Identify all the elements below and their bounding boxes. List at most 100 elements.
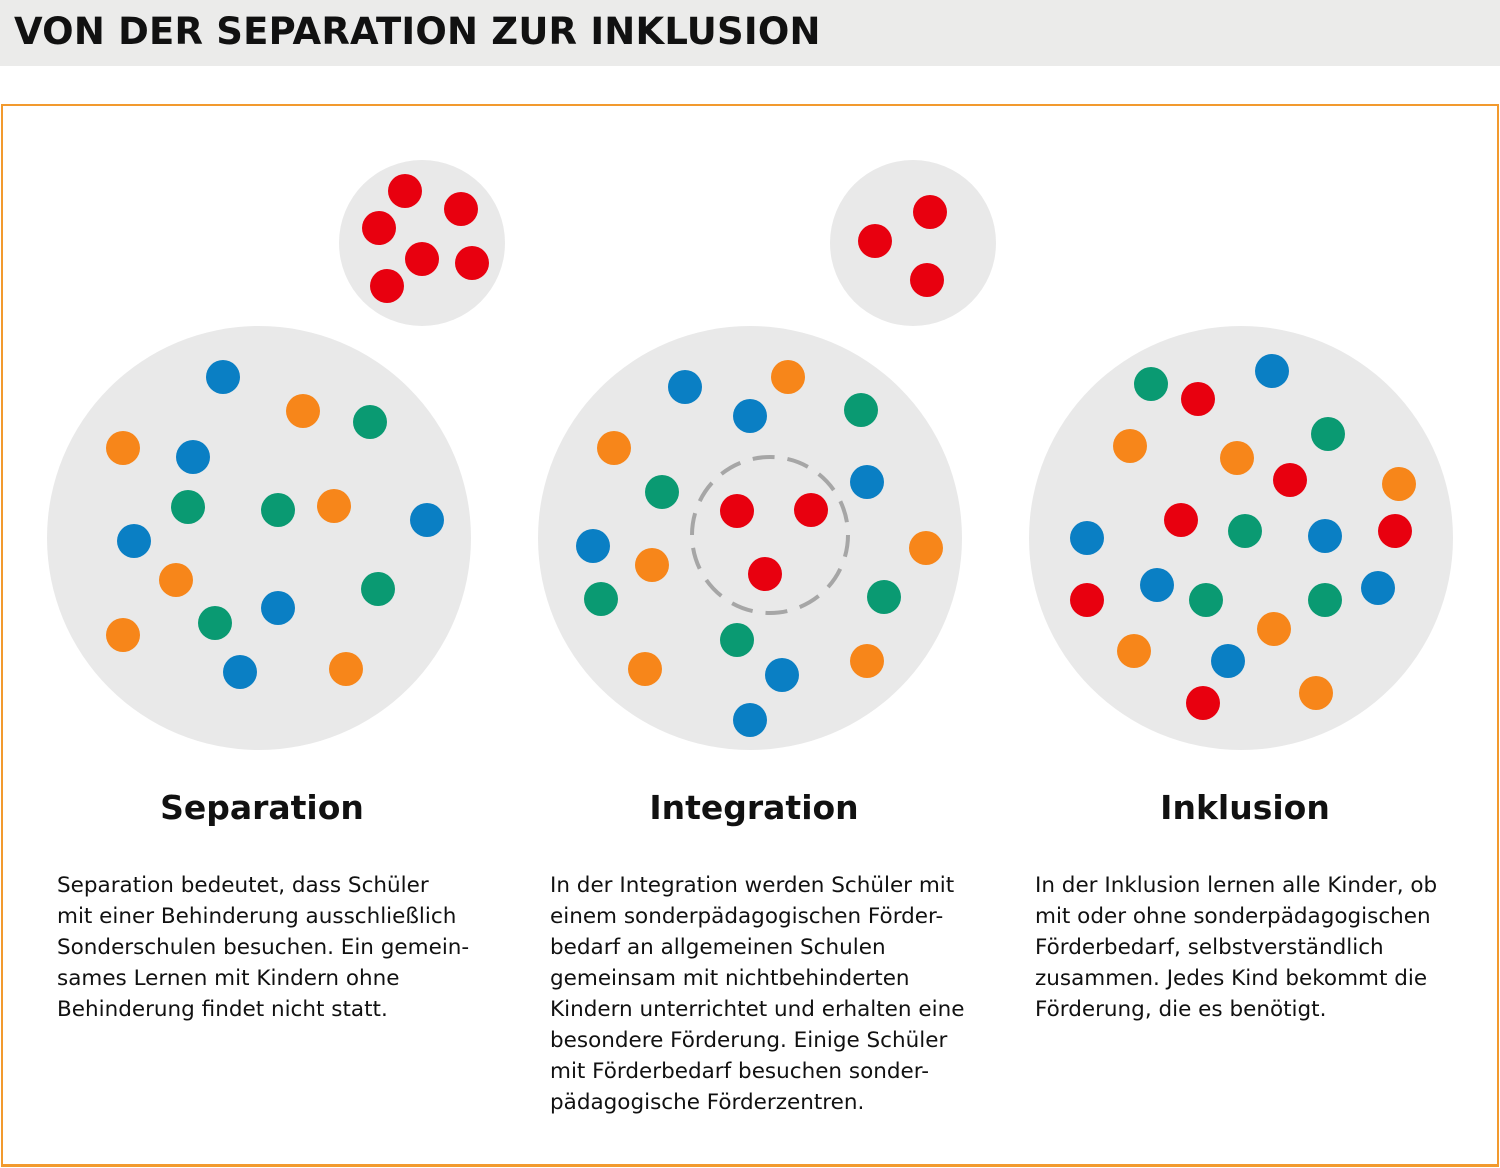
description-line: bedarf an allgemeinen Schulen xyxy=(550,935,886,960)
dot-green xyxy=(1311,417,1345,451)
dot-blue xyxy=(1211,644,1245,678)
dot-green xyxy=(584,582,618,616)
dot-red xyxy=(1186,686,1220,720)
dot-orange xyxy=(317,489,351,523)
dot-green xyxy=(361,572,395,606)
integration-inner-dashed-ring xyxy=(690,455,850,615)
dot-red xyxy=(444,192,478,226)
dot-green xyxy=(261,493,295,527)
dot-orange xyxy=(628,652,662,686)
description-line: In der Inklusion lernen alle Kinder, ob xyxy=(1035,873,1438,898)
diagram-svg xyxy=(47,160,1453,750)
inklusion-description: In der Inklusion lernen alle Kinder, ob … xyxy=(1035,870,1455,1025)
page-title: VON DER SEPARATION ZUR INKLUSION xyxy=(14,10,821,53)
dot-blue xyxy=(1070,521,1104,555)
dot-blue xyxy=(733,703,767,737)
dot-orange xyxy=(1299,676,1333,710)
dot-blue xyxy=(176,440,210,474)
description-line: einem sonderpädagogischen Förder- xyxy=(550,904,944,929)
dot-orange xyxy=(1113,429,1147,463)
dot-green xyxy=(353,405,387,439)
description-line: sames Lernen mit Kindern ohne xyxy=(57,966,400,991)
dot-green xyxy=(198,606,232,640)
dot-red xyxy=(720,494,754,528)
dot-blue xyxy=(117,524,151,558)
header-bar: VON DER SEPARATION ZUR INKLUSION xyxy=(0,0,1500,66)
integration-description: In der Integration werden Schüler mit ei… xyxy=(550,870,970,1118)
dot-orange xyxy=(909,531,943,565)
description-line: mit einer Behinderung ausschließlich xyxy=(57,904,457,929)
dot-orange xyxy=(1382,467,1416,501)
dot-red xyxy=(910,263,944,297)
integration-large-circle xyxy=(538,326,962,750)
dot-green xyxy=(1189,583,1223,617)
dot-blue xyxy=(576,529,610,563)
diagram-area xyxy=(47,160,1453,750)
dot-blue xyxy=(1308,519,1342,553)
dot-red xyxy=(405,242,439,276)
description-line: zusammen. Jedes Kind bekommt die xyxy=(1035,966,1428,991)
dot-blue xyxy=(410,503,444,537)
dot-red xyxy=(1378,514,1412,548)
inklusion-diagram xyxy=(1029,326,1453,750)
dot-blue xyxy=(206,360,240,394)
dot-orange xyxy=(771,360,805,394)
description-line: gemeinsam mit nichtbehinderten xyxy=(550,966,910,991)
dot-blue xyxy=(223,655,257,689)
separation-dots xyxy=(106,174,489,689)
dot-green xyxy=(720,623,754,657)
dot-blue xyxy=(765,658,799,692)
description-line: Förderbedarf, selbstverständlich xyxy=(1035,935,1384,960)
description-line: mit oder ohne sonderpädagogischen xyxy=(1035,904,1431,929)
separation-title: Separation xyxy=(160,788,364,827)
description-line: Sonderschulen besuchen. Ein gemein- xyxy=(57,935,470,960)
separation-diagram xyxy=(47,160,505,750)
dot-red xyxy=(1070,583,1104,617)
dot-orange xyxy=(106,431,140,465)
dot-red xyxy=(362,211,396,245)
dot-green xyxy=(844,393,878,427)
dot-orange xyxy=(1220,441,1254,475)
dot-red xyxy=(370,269,404,303)
dot-orange xyxy=(597,431,631,465)
dot-red xyxy=(913,195,947,229)
integration-small-circle xyxy=(830,160,996,326)
dot-orange xyxy=(1117,634,1151,668)
dot-orange xyxy=(635,548,669,582)
dot-green xyxy=(1228,514,1262,548)
dot-orange xyxy=(1257,612,1291,646)
dot-red xyxy=(1181,382,1215,416)
dot-green xyxy=(1134,367,1168,401)
dot-blue xyxy=(1140,568,1174,602)
integration-dots xyxy=(576,195,947,737)
dot-red xyxy=(794,493,828,527)
dot-red xyxy=(748,557,782,591)
description-line: besondere Förderung. Einige Schüler xyxy=(550,1028,948,1053)
integration-diagram xyxy=(538,160,996,750)
integration-title: Integration xyxy=(649,788,859,827)
separation-large-circle xyxy=(47,326,471,750)
description-line: Förderung, die es benötigt. xyxy=(1035,997,1327,1022)
dot-orange xyxy=(159,563,193,597)
dot-blue xyxy=(733,399,767,433)
dot-green xyxy=(1308,583,1342,617)
description-line: Behinderung findet nicht statt. xyxy=(57,997,388,1022)
dot-orange xyxy=(329,652,363,686)
dot-blue xyxy=(668,370,702,404)
dot-red xyxy=(1164,503,1198,537)
dot-red xyxy=(1273,463,1307,497)
dot-red xyxy=(858,224,892,258)
dot-red xyxy=(388,174,422,208)
dot-green xyxy=(867,580,901,614)
dot-green xyxy=(171,490,205,524)
dot-orange xyxy=(286,394,320,428)
dot-red xyxy=(455,246,489,280)
dot-blue xyxy=(850,465,884,499)
dot-blue xyxy=(1361,571,1395,605)
dot-orange xyxy=(106,618,140,652)
dot-green xyxy=(645,475,679,509)
description-line: Kindern unterrichtet und erhalten eine xyxy=(550,997,965,1022)
description-line: mit Förderbedarf besuchen sonder- xyxy=(550,1059,929,1084)
description-line: In der Integration werden Schüler mit xyxy=(550,873,955,898)
inklusion-title: Inklusion xyxy=(1160,788,1330,827)
